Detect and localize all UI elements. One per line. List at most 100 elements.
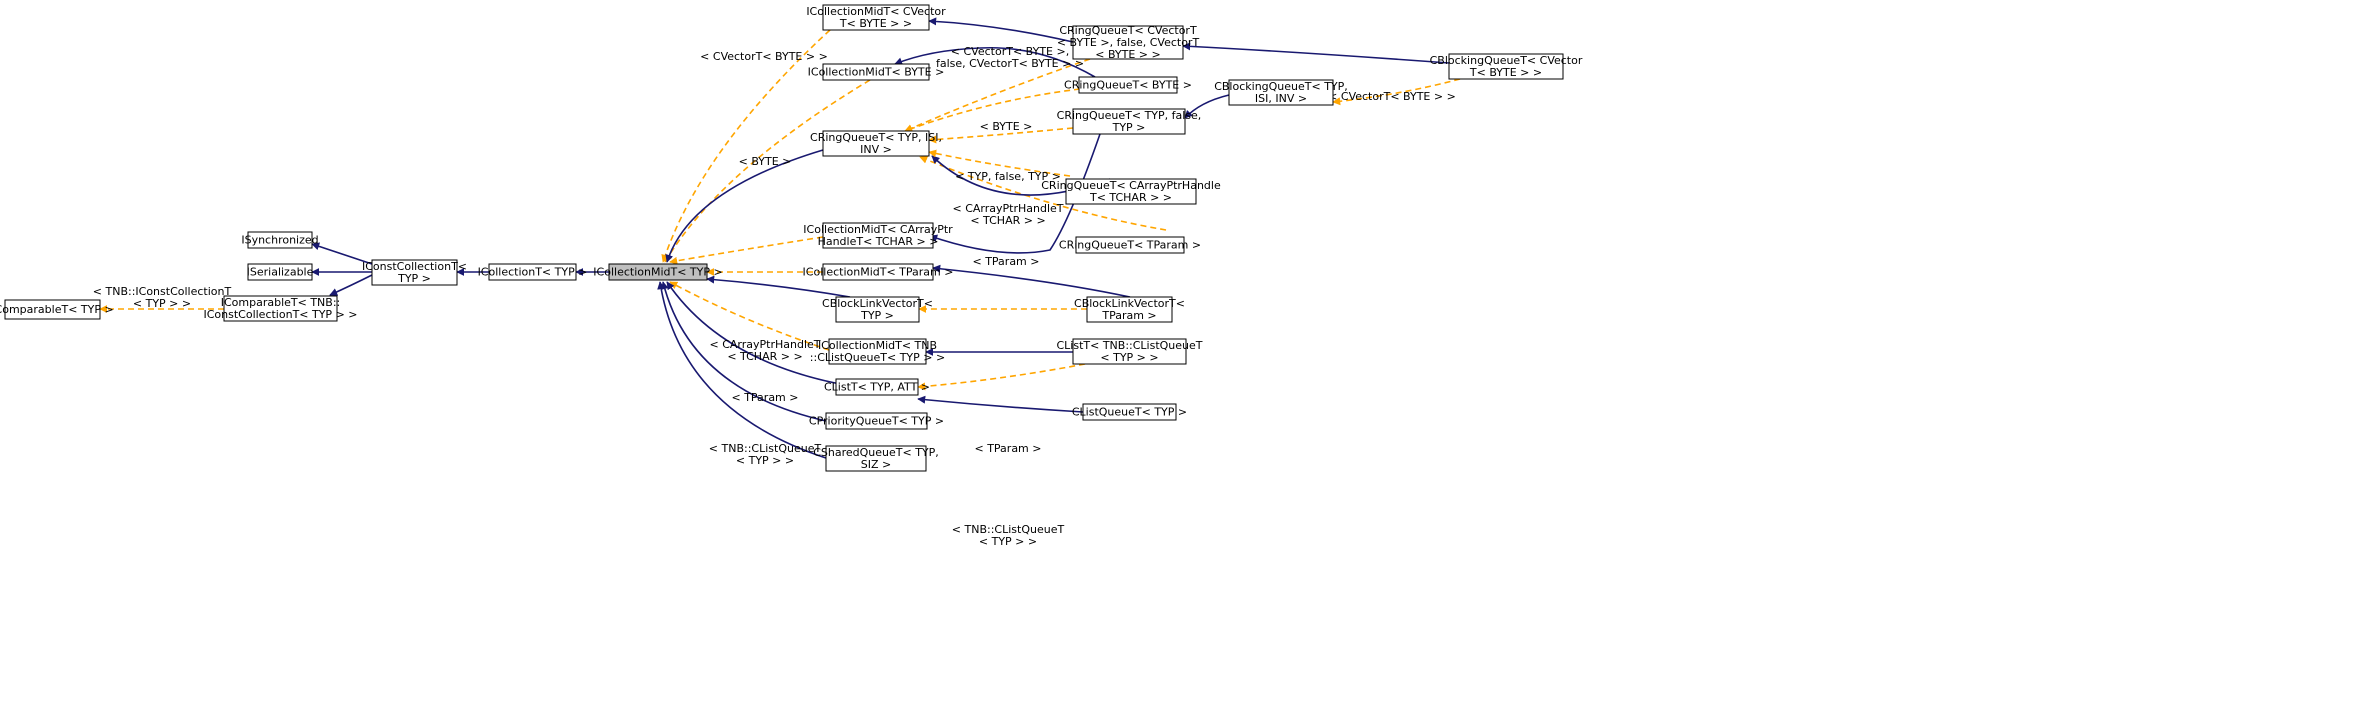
inheritance-edge-1 <box>329 274 373 296</box>
class-node-label-line-0: ICollectionMidT< CVector <box>806 5 946 18</box>
class-node-label-line-0: CBlockingQueueT< TYP, <box>1214 80 1348 93</box>
class-node-clist-typ-att[interactable]: CListT< TYP, ATT > <box>824 378 930 396</box>
class-node-cringqueue-cvector[interactable]: CRingQueueT< CVectorT< BYTE >, false, CV… <box>1057 24 1200 61</box>
class-node-icomparable-typ[interactable]: IComparableT< TYP > <box>0 299 114 320</box>
class-node-label-line-0: CListT< TYP, ATT > <box>824 381 930 394</box>
class-node-label-line-1: ::CListQueueT< TYP > > <box>810 351 945 364</box>
class-node-label-line-0: ISerializable <box>247 266 314 279</box>
inheritance-edge-15 <box>657 281 827 459</box>
class-node-icollectionmid-byte[interactable]: ICollectionMidT< BYTE > <box>808 63 945 81</box>
class-node-icollectionmid-tparam[interactable]: ICollectionMidT< TParam > <box>803 263 954 281</box>
edge-label-tnb-iconstcollection-line-1: < TYP > > <box>133 297 191 310</box>
edge-label-tparam-ring-line-0: < TParam > <box>972 255 1039 268</box>
class-node-box <box>825 412 928 430</box>
class-node-label-line-1: TYP > <box>860 309 894 322</box>
class-node-label-line-0: CRingQueueT< CVectorT <box>1059 24 1197 37</box>
class-node-icollection[interactable]: ICollectionT< TYP > <box>478 263 588 281</box>
edge-label-tnb-clistqueue-line-1: < TYP > > <box>736 454 794 467</box>
class-node-label-line-0: CListT< TNB::CListQueueT <box>1056 339 1202 352</box>
class-node-box <box>1228 79 1334 106</box>
class-node-label-line-1: INV > <box>860 143 892 156</box>
class-node-label-line-1: < BYTE >, false, CVectorT <box>1057 36 1200 49</box>
class-node-label-line-0: ICollectionMidT< TParam > <box>803 266 954 279</box>
class-node-box <box>828 338 927 365</box>
class-node-box <box>825 445 927 472</box>
class-node-cblockingqueue-cvector[interactable]: CBlockingQueueT< CVectorT< BYTE > > <box>1430 53 1583 80</box>
class-node-label-line-1: T< TCHAR > > <box>1089 191 1172 204</box>
edge-label-carrayptr-handle-line-0: < CArrayPtrHandleT <box>710 338 821 351</box>
inheritance-edge-29 <box>917 395 1084 413</box>
class-node-box <box>371 259 458 286</box>
class-node-box <box>1072 108 1186 135</box>
edge-label-cvector-ring-line-1: false, CVectorT< BYTE > > <box>936 57 1084 70</box>
class-node-box <box>1072 25 1184 60</box>
class-node-cblocklinkvector-tparam[interactable]: CBlockLinkVectorT<TParam > <box>1074 296 1185 323</box>
class-node-icollectionmid-cvector[interactable]: ICollectionMidT< CVectorT< BYTE > > <box>806 4 946 31</box>
class-node-box <box>488 263 577 281</box>
class-node-cringqueue-carrayptr[interactable]: CRingQueueT< CArrayPtrHandleT< TCHAR > > <box>1041 178 1221 205</box>
edge-label-byte-ring-line-0: < BYTE > <box>980 120 1033 133</box>
class-node-icomparable-tnb[interactable]: IComparableT< TNB::IConstCollectionT< TY… <box>203 295 358 322</box>
inheritance-edge-31 <box>1182 42 1450 64</box>
class-node-cblocklinkvector-typ[interactable]: CBlockLinkVectorT<TYP > <box>822 296 933 323</box>
class-node-iserializable[interactable]: ISerializable <box>247 263 314 281</box>
class-node-label-line-0: CListQueueT< TYP > <box>1072 406 1187 419</box>
edge-label-tnb-clistqueue-line-0: < TNB::CListQueueT <box>709 442 822 455</box>
class-node-iconstcollection[interactable]: IConstCollectionT<TYP > <box>362 259 467 286</box>
class-node-icollectionmid-typ[interactable]: ICollectionMidT< TYP > <box>593 263 723 281</box>
class-node-label-line-1: ISI, INV > <box>1255 92 1307 105</box>
class-node-label-line-0: CRingQueueT< CArrayPtrHandle <box>1041 179 1221 192</box>
class-node-label-line-0: ICollectionMidT< CArrayPtr <box>803 223 953 236</box>
class-node-box <box>1072 338 1187 365</box>
class-node-isynchronized[interactable]: ISynchronized <box>241 231 319 249</box>
edge-label-tnb-clist-line-0: < TNB::CListQueueT <box>952 523 1065 536</box>
class-node-cringqueue-tparam[interactable]: CRingQueueT< TParam > <box>1059 236 1201 254</box>
class-node-csharedqueue[interactable]: CSharedQueueT< TYP,SIZ > <box>813 445 939 472</box>
class-node-box <box>4 299 101 320</box>
edge-label-tparam-mid-line-0: < TParam > <box>731 391 798 404</box>
class-node-box <box>822 130 930 157</box>
template-edge-22 <box>904 58 1091 132</box>
inheritance-edge-25 <box>932 264 1131 298</box>
class-node-label-line-0: CBlockLinkVectorT< <box>1074 297 1185 310</box>
class-node-label-line-0: CRingQueueT< TYP, false, <box>1057 109 1202 122</box>
class-node-cpriorityqueue[interactable]: CPriorityQueueT< TYP > <box>809 412 944 430</box>
class-node-cblockingqueue-typ[interactable]: CBlockingQueueT< TYP,ISI, INV > <box>1214 79 1348 106</box>
class-node-box <box>1065 178 1197 205</box>
class-node-cringqueue-typ-false[interactable]: CRingQueueT< TYP, false,TYP > <box>1057 108 1202 135</box>
class-node-box <box>223 295 338 322</box>
edge-label-cvector-byte-line-0: < CVectorT< BYTE > > <box>700 50 828 63</box>
class-node-icollectionmid-tnb[interactable]: ICollectionMidT< TNB::CListQueueT< TYP >… <box>810 338 945 365</box>
class-node-label-line-0: IComparableT< TYP > <box>0 303 114 316</box>
class-node-clistqueue-typ[interactable]: CListQueueT< TYP > <box>1072 403 1187 421</box>
class-node-cringqueue-typ-isi-inv[interactable]: CRingQueueT< TYP, ISI,INV > <box>810 130 942 157</box>
edge-label-cvector-blocking-line-0: < CVectorT< BYTE > > <box>1328 90 1456 103</box>
class-node-box <box>1082 403 1177 421</box>
class-node-box <box>822 263 934 281</box>
class-node-cringqueue-byte[interactable]: CRingQueueT< BYTE > <box>1064 76 1192 94</box>
class-node-label-line-1: TParam > <box>1101 309 1156 322</box>
class-node-box <box>822 63 930 81</box>
inheritance-edge-23 <box>928 17 1074 43</box>
class-node-label-line-1: T< BYTE > > <box>839 17 912 30</box>
edge-label-tnb-clist-line-1: < TYP > > <box>979 535 1037 548</box>
class-node-label-line-0: CBlockingQueueT< CVector <box>1430 54 1583 67</box>
class-node-clist-tnb[interactable]: CListT< TNB::CListQueueT< TYP > > <box>1056 338 1203 365</box>
class-node-label-line-0: ICollectionMidT< BYTE > <box>808 66 945 79</box>
inheritance-edge-3 <box>311 242 373 265</box>
nodes-layer: IComparableT< TYP > IComparableT< TNB::IC… <box>0 4 1583 472</box>
class-node-box <box>835 296 920 323</box>
class-node-label-line-0: CSharedQueueT< TYP, <box>813 446 939 459</box>
template-edge-32 <box>1332 78 1461 106</box>
class-node-icollectionmid-carrayptr[interactable]: ICollectionMidT< CArrayPtrHandleT< TCHAR… <box>803 222 953 249</box>
class-node-label-line-1: TYP > <box>1112 121 1146 134</box>
class-node-label-line-0: CBlockLinkVectorT< <box>822 297 933 310</box>
class-node-box <box>822 222 934 249</box>
class-node-box <box>1086 296 1173 323</box>
class-node-label-line-0: ICollectionMidT< TNB <box>818 339 937 352</box>
edge-labels-layer: < TNB::IConstCollectionT< TYP > >< CVect… <box>93 45 1456 548</box>
class-node-label-line-1: HandleT< TCHAR > > <box>818 235 939 248</box>
edge-label-cvector-ring-line-0: < CVectorT< BYTE >, <box>951 45 1069 58</box>
template-edge-21 <box>904 88 1081 133</box>
